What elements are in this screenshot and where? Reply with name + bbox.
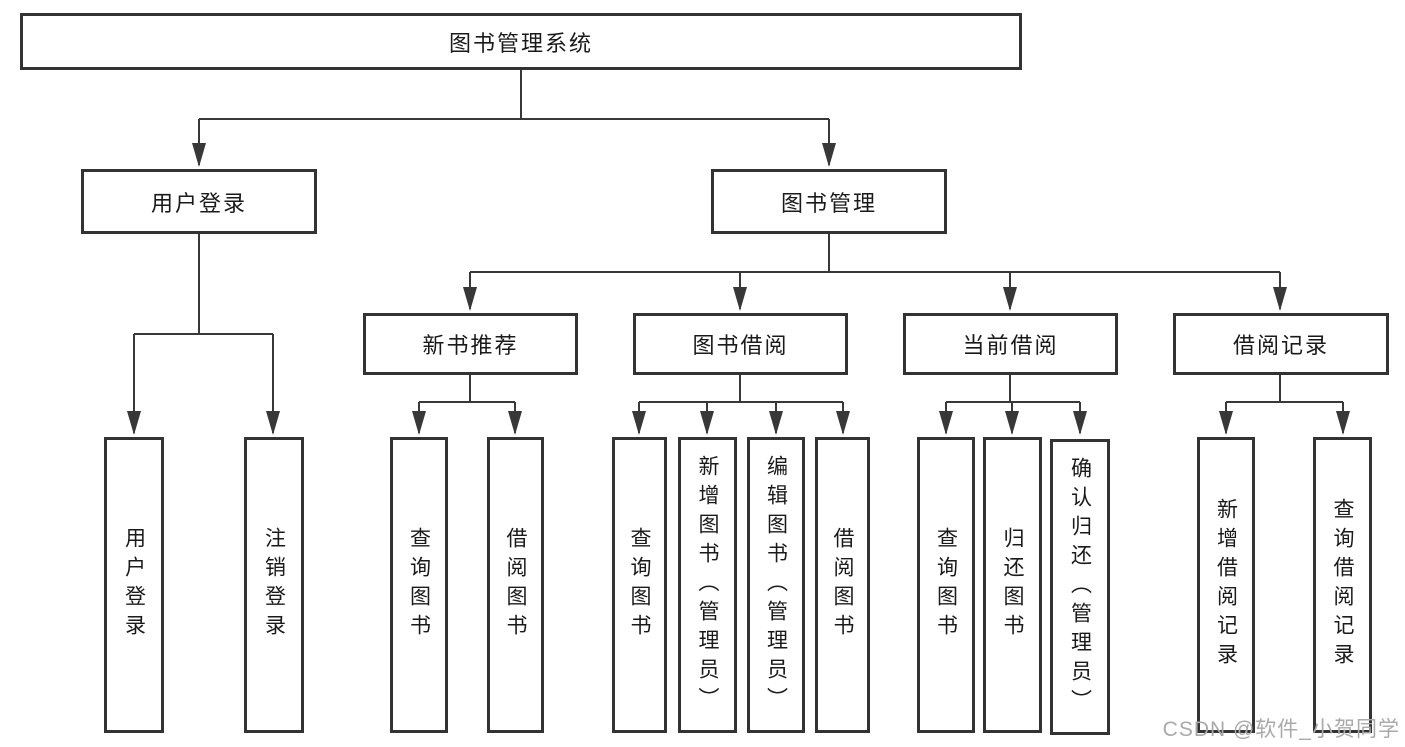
leaf-borrowing-query-books: 查询图书 bbox=[612, 437, 667, 733]
node-new-book-recommend: 新书推荐 bbox=[363, 313, 578, 375]
leaf-current-confirm-return-admin: 确认归还（管理员） bbox=[1050, 439, 1110, 735]
leaf-recommend-query-books: 查询图书 bbox=[390, 437, 448, 733]
leaf-records-query-record: 查询借阅记录 bbox=[1313, 437, 1372, 733]
node-user-login: 用户登录 bbox=[81, 169, 317, 234]
node-library-management-system: 图书管理系统 bbox=[20, 13, 1022, 70]
csdn-watermark: CSDN @软件_小贺同学 bbox=[1162, 718, 1400, 741]
node-current-borrowing: 当前借阅 bbox=[903, 313, 1118, 375]
leaf-recommend-borrow-books: 借阅图书 bbox=[487, 437, 544, 733]
node-borrow-records: 借阅记录 bbox=[1173, 313, 1389, 375]
leaf-current-query-books: 查询图书 bbox=[917, 437, 975, 733]
node-book-borrowing: 图书借阅 bbox=[633, 313, 848, 375]
leaf-logout: 注销登录 bbox=[244, 437, 304, 733]
leaf-borrowing-borrow-books: 借阅图书 bbox=[815, 437, 870, 733]
leaf-borrowing-add-books-admin: 新增图书（管理员） bbox=[678, 437, 737, 733]
node-book-management: 图书管理 bbox=[711, 169, 947, 234]
leaf-current-return-books: 归还图书 bbox=[983, 437, 1042, 733]
leaf-user-login: 用户登录 bbox=[104, 437, 164, 733]
leaf-borrowing-edit-books-admin: 编辑图书（管理员） bbox=[747, 437, 805, 733]
leaf-records-add-record: 新增借阅记录 bbox=[1197, 437, 1255, 733]
